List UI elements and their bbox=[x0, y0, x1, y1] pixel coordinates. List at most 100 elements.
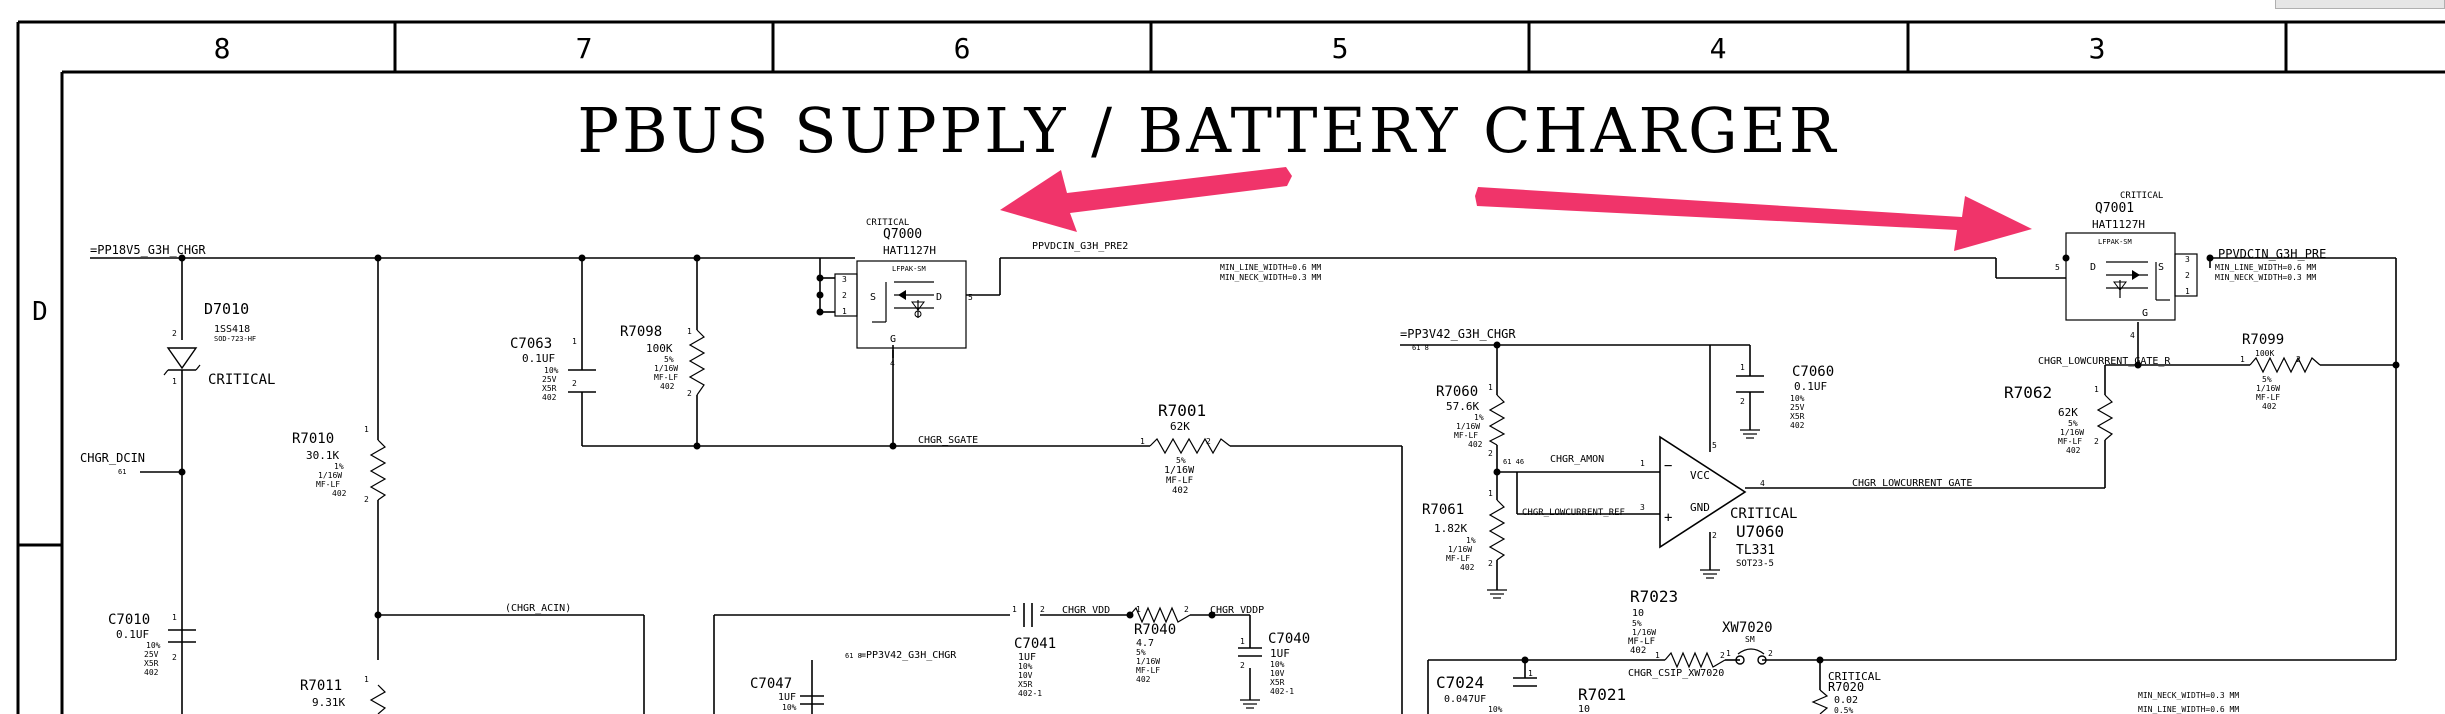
pin-number: 5 bbox=[2055, 263, 2060, 272]
pin-labels: 2 1 1 2 1 2 1 2 1 2 1 2 1 5 4 3 2 1 S D … bbox=[172, 255, 2301, 684]
c7047-ref: C7047 bbox=[750, 676, 792, 692]
resistor-symbols bbox=[369, 329, 2321, 714]
ground-icon bbox=[1740, 429, 1760, 439]
c7040-ref: C7040 bbox=[1268, 631, 1310, 647]
xw7020-ref: XW7020 bbox=[1722, 620, 1773, 636]
pin-number: 5 bbox=[1712, 441, 1717, 450]
junction-dot bbox=[2206, 254, 2214, 262]
pin-number: 2 bbox=[842, 291, 847, 300]
net-min-neck-a: MIN_NECK_WIDTH=0.3 MM bbox=[1220, 273, 1321, 282]
c7010-diel: X5R bbox=[144, 659, 159, 668]
r7098-value: 100K bbox=[646, 342, 673, 355]
r7060-value: 57.6K bbox=[1446, 400, 1479, 413]
c7063-symbol bbox=[568, 369, 596, 393]
r7060-type: MF-LF bbox=[1454, 431, 1478, 440]
u7060-part: TL331 bbox=[1736, 543, 1775, 558]
r7021-ref: R7021 bbox=[1578, 685, 1626, 704]
r7062-symbol bbox=[2096, 394, 2114, 441]
c7010-symbol bbox=[168, 629, 196, 643]
pin-number: 1 bbox=[172, 613, 177, 622]
pin-number: 1 bbox=[1726, 649, 1731, 658]
c7010-value: 0.1UF bbox=[116, 628, 149, 641]
net-chgr-vdd: CHGR_VDD bbox=[1062, 605, 1110, 616]
u7060-gnd: GND bbox=[1690, 501, 1710, 514]
u7060-symbol bbox=[1659, 435, 1747, 549]
c7060-tol: 10% bbox=[1790, 394, 1805, 403]
r7023-symbol bbox=[1664, 651, 1726, 669]
junction-dot bbox=[1816, 656, 1824, 664]
c7040-diel: X5R bbox=[1270, 678, 1285, 687]
comparator-minus: − bbox=[1664, 458, 1672, 474]
zone-7: 7 bbox=[576, 32, 593, 65]
c7047-value: 1UF bbox=[778, 692, 796, 703]
pin-number: 1 bbox=[2185, 287, 2190, 296]
arrow-right-annotation bbox=[1475, 187, 2032, 251]
pin-number: 2 bbox=[172, 329, 177, 338]
r7020-value: 0.02 bbox=[1834, 695, 1858, 706]
pin-letter: G bbox=[2142, 308, 2148, 319]
r7061-power: 1/16W bbox=[1448, 545, 1472, 554]
pin-number: 1 bbox=[364, 675, 369, 684]
pin-number: 2 bbox=[1712, 531, 1717, 540]
pin-number: 3 bbox=[842, 275, 847, 284]
r7099-symbol bbox=[2249, 356, 2321, 374]
r7001-value: 62K bbox=[1170, 420, 1190, 433]
net-min-line-b: MIN_LINE_WIDTH=0.6 MM bbox=[2215, 263, 2316, 272]
c7024-tol: 10% bbox=[1488, 705, 1503, 714]
ground-icon bbox=[1240, 699, 1260, 709]
pin-number: 1 bbox=[1140, 437, 1145, 446]
sheet-frame bbox=[16, 20, 2445, 714]
r7010-symbol bbox=[369, 439, 387, 501]
pin-number: 2 bbox=[1184, 605, 1189, 614]
pin-letter: S bbox=[2158, 262, 2164, 273]
c7063-diel: X5R bbox=[542, 384, 557, 393]
junction-dot bbox=[889, 442, 897, 450]
arrow-left-annotation bbox=[1000, 167, 1292, 232]
net-chgr-lowcurrent-gate-r: CHGR_LOWCURRENT_GATE_R bbox=[2038, 356, 2171, 367]
r7021-value: 10 bbox=[1578, 704, 1590, 714]
net-ref-61-8-b: 61 8 bbox=[845, 652, 862, 660]
net-chgr-lowcurrent-ref: CHGR_LOWCURRENT_REF bbox=[1522, 508, 1625, 518]
pin-number: 1 bbox=[172, 377, 177, 386]
r7010-pkg: 402 bbox=[332, 489, 347, 498]
pin-number: 1 bbox=[1740, 363, 1745, 372]
r7098-power: 1/16W bbox=[654, 364, 678, 373]
capacitor-symbols bbox=[168, 369, 1764, 705]
r7040-tol: 5% bbox=[1136, 648, 1146, 657]
r7060-tol: 1% bbox=[1474, 413, 1484, 422]
q7000-ref: Q7000 bbox=[883, 227, 922, 242]
c7010-pkg: 402 bbox=[144, 668, 159, 677]
c7041-tol: 10% bbox=[1018, 662, 1033, 671]
junction-dot bbox=[178, 254, 186, 262]
r7061-tol: 1% bbox=[1466, 536, 1476, 545]
net-min-neck-b: MIN_NECK_WIDTH=0.3 MM bbox=[2215, 273, 2316, 282]
c7010-tol: 10% bbox=[146, 641, 161, 650]
net-chgr-lowcurrent-gate: CHGR_LOWCURRENT_GATE bbox=[1852, 478, 1972, 489]
r7020-ref: R7020 bbox=[1828, 680, 1864, 694]
net-chgr-dcin: CHGR_DCIN bbox=[80, 451, 145, 465]
q7001-part: HAT1127H bbox=[2092, 218, 2145, 231]
r7061-type: MF-LF bbox=[1446, 554, 1470, 563]
pin-number: 2 bbox=[1206, 437, 1211, 446]
c7060-ref: C7060 bbox=[1792, 364, 1834, 380]
r7098-tol: 5% bbox=[664, 355, 674, 364]
d7010-part: 1SS418 bbox=[214, 324, 250, 335]
pin-number: 2 bbox=[172, 653, 177, 662]
zone-5: 5 bbox=[1332, 32, 1349, 65]
pin-number: 2 bbox=[687, 389, 692, 398]
r7061-pkg: 402 bbox=[1460, 563, 1475, 572]
pin-number: 4 bbox=[1760, 479, 1765, 488]
net-chgr-acin: (CHGR_ACIN) bbox=[505, 603, 571, 614]
r7098-ref: R7098 bbox=[620, 324, 662, 340]
r7011-symbol bbox=[369, 684, 387, 714]
zone-4: 4 bbox=[1710, 32, 1727, 65]
junction-dot bbox=[2134, 361, 2142, 369]
u7060-vcc: VCC bbox=[1690, 469, 1710, 482]
pin-number: 1 bbox=[687, 327, 692, 336]
c7060-diel: X5R bbox=[1790, 412, 1805, 421]
page-title: PBUS SUPPLY / BATTERY CHARGER bbox=[577, 94, 1838, 167]
net-ppvdcin-pre2: PPVDCIN_G3H_PRE2 bbox=[1032, 241, 1128, 252]
q7000-flag: CRITICAL bbox=[866, 218, 909, 228]
zone-6: 6 bbox=[954, 32, 971, 65]
pin-number: 1 bbox=[1488, 383, 1493, 392]
